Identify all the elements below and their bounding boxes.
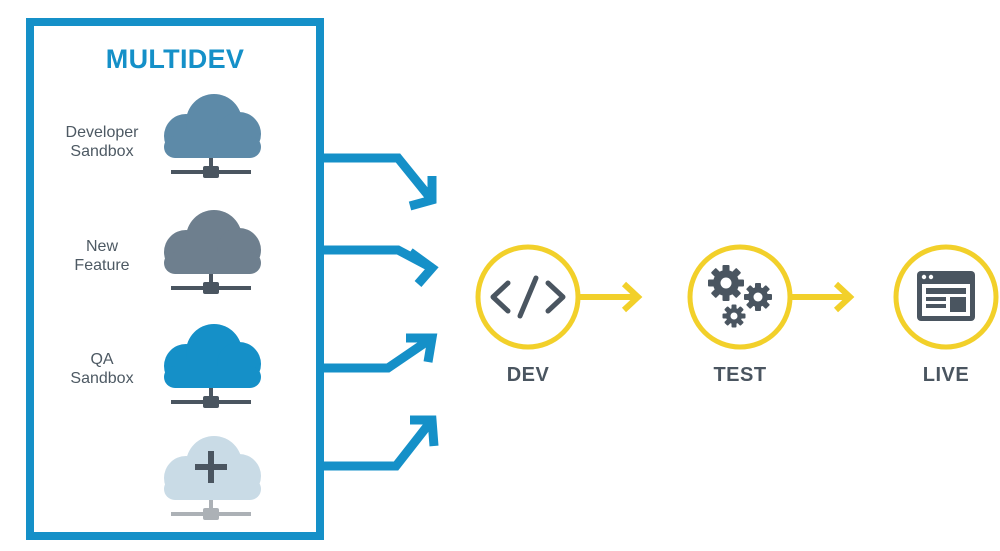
connector-arrows	[322, 153, 439, 471]
connector-arrow-4	[322, 415, 439, 471]
connector-arrow-1	[322, 153, 437, 211]
test-stage	[687, 244, 793, 350]
live-stage	[893, 244, 999, 350]
multidev-title: MULTIDEV	[105, 44, 245, 74]
env-label-qa-sandbox: QA Sandbox	[70, 351, 134, 387]
cloud-server-icon	[164, 324, 261, 408]
cloud-server-icon	[164, 94, 261, 178]
cloud-server-icon	[164, 210, 261, 294]
gears-icon	[708, 265, 772, 328]
cloud-plus-icon[interactable]	[164, 436, 261, 520]
connector-arrow-3	[322, 333, 438, 373]
browser-window-icon	[917, 271, 975, 321]
code-icon	[490, 275, 566, 319]
arrow-dev-to-test	[580, 281, 643, 313]
stage-arrows	[580, 281, 855, 313]
test-stage-ring	[687, 244, 793, 350]
multidev-frame	[26, 18, 324, 540]
stage-label-test: TEST	[713, 364, 767, 386]
env-label-new-feature: New Feature	[74, 238, 130, 274]
connector-arrow-2	[322, 245, 439, 287]
dev-stage	[475, 244, 581, 350]
arrow-test-to-live	[792, 281, 855, 313]
stage-label-dev: DEV	[506, 364, 550, 386]
stage-label-live: LIVE	[922, 364, 970, 386]
env-label-developer-sandbox: Developer Sandbox	[65, 124, 139, 160]
